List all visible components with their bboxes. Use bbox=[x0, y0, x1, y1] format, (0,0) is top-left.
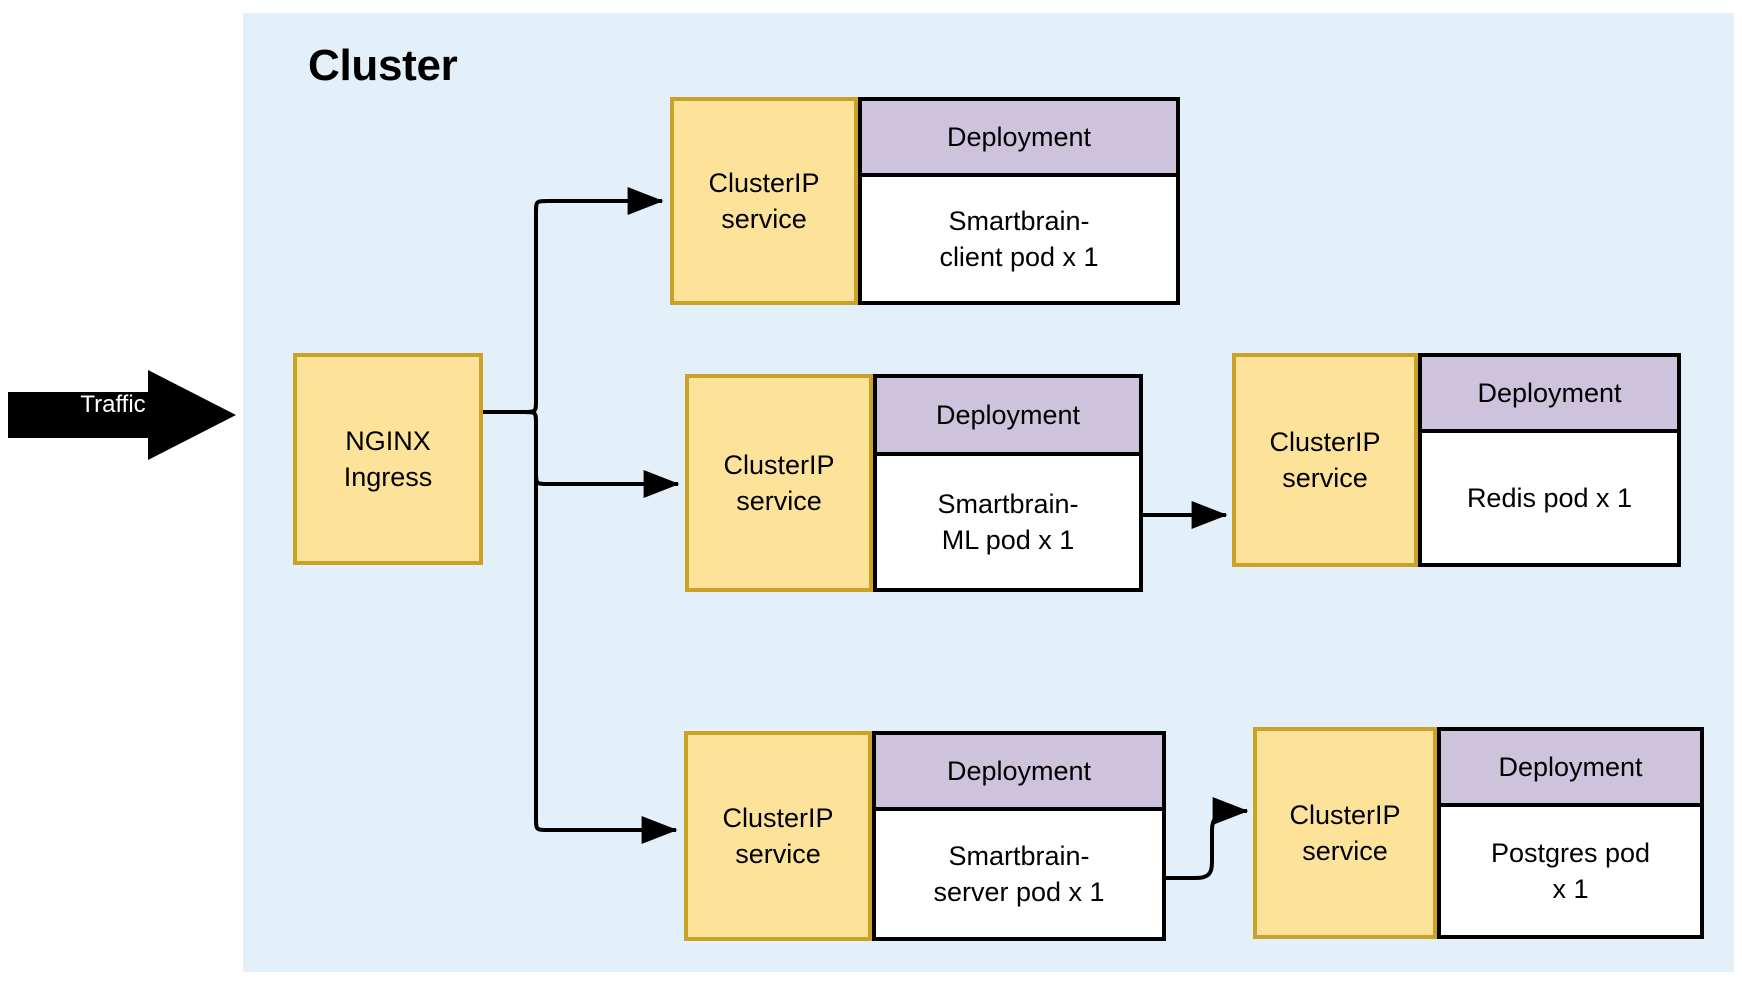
deployment-body-redis: Redis pod x 1 bbox=[1422, 433, 1677, 563]
clusterip-service-redis-label: ClusterIP service bbox=[1269, 424, 1380, 496]
nginx-ingress-node[interactable]: NGINX Ingress bbox=[293, 353, 483, 565]
deployment-body-postgres-line2: x 1 bbox=[1552, 874, 1589, 904]
deployment-body-client-line1: Smartbrain- bbox=[948, 206, 1090, 236]
clusterip-service-postgres-line2: service bbox=[1302, 836, 1388, 866]
nginx-ingress-label: NGINX Ingress bbox=[344, 423, 433, 495]
deployment-body-redis-line1: Redis pod x 1 bbox=[1466, 483, 1633, 513]
deployment-body-postgres-line1: Postgres pod bbox=[1490, 838, 1651, 868]
deployment-body-postgres: Postgres pod x 1 bbox=[1441, 807, 1700, 935]
deployment-body-ml: Smartbrain- ML pod x 1 bbox=[877, 456, 1139, 588]
deployment-body-server-line1: Smartbrain- bbox=[948, 841, 1090, 871]
clusterip-service-client-line1: ClusterIP bbox=[708, 168, 820, 198]
cluster-title: Cluster bbox=[308, 41, 458, 90]
deployment-smartbrain-client[interactable]: Deployment Smartbrain- client pod x 1 bbox=[858, 97, 1180, 305]
clusterip-service-ml-label: ClusterIP service bbox=[723, 447, 834, 519]
deployment-header-redis: Deployment bbox=[1422, 357, 1677, 433]
deployment-body-client: Smartbrain- client pod x 1 bbox=[862, 177, 1176, 301]
clusterip-service-client-line2: service bbox=[721, 204, 807, 234]
nginx-ingress-line1: NGINX bbox=[345, 426, 431, 456]
clusterip-service-postgres[interactable]: ClusterIP service bbox=[1253, 727, 1437, 939]
deployment-body-server: Smartbrain- server pod x 1 bbox=[876, 811, 1162, 937]
clusterip-service-redis-line1: ClusterIP bbox=[1269, 427, 1381, 457]
deployment-header-client: Deployment bbox=[862, 101, 1176, 177]
clusterip-service-ml-line2: service bbox=[736, 486, 822, 516]
clusterip-service-postgres-line1: ClusterIP bbox=[1289, 800, 1401, 830]
clusterip-service-ml-line1: ClusterIP bbox=[723, 450, 835, 480]
clusterip-service-client-label: ClusterIP service bbox=[708, 165, 819, 237]
deployment-body-server-line2: server pod x 1 bbox=[933, 877, 1105, 907]
deployment-redis[interactable]: Deployment Redis pod x 1 bbox=[1418, 353, 1681, 567]
clusterip-service-client[interactable]: ClusterIP service bbox=[670, 97, 858, 305]
clusterip-service-server-label: ClusterIP service bbox=[722, 800, 833, 872]
deployment-header-postgres: Deployment bbox=[1441, 731, 1700, 807]
deployment-smartbrain-server[interactable]: Deployment Smartbrain- server pod x 1 bbox=[872, 731, 1166, 941]
deployment-smartbrain-ml[interactable]: Deployment Smartbrain- ML pod x 1 bbox=[873, 374, 1143, 592]
clusterip-service-server-line1: ClusterIP bbox=[722, 803, 834, 833]
clusterip-service-redis-line2: service bbox=[1282, 463, 1368, 493]
deployment-header-ml: Deployment bbox=[877, 378, 1139, 456]
clusterip-service-server-line2: service bbox=[735, 839, 821, 869]
clusterip-service-redis[interactable]: ClusterIP service bbox=[1232, 353, 1418, 567]
clusterip-service-server[interactable]: ClusterIP service bbox=[684, 731, 872, 941]
deployment-body-ml-line2: ML pod x 1 bbox=[941, 525, 1075, 555]
deployment-body-client-line2: client pod x 1 bbox=[939, 242, 1099, 272]
nginx-ingress-line2: Ingress bbox=[343, 462, 433, 492]
clusterip-service-postgres-label: ClusterIP service bbox=[1289, 797, 1400, 869]
deployment-header-server: Deployment bbox=[876, 735, 1162, 811]
clusterip-service-ml[interactable]: ClusterIP service bbox=[685, 374, 873, 592]
deployment-body-ml-line1: Smartbrain- bbox=[937, 489, 1079, 519]
traffic-arrow-icon bbox=[8, 370, 236, 460]
deployment-postgres[interactable]: Deployment Postgres pod x 1 bbox=[1437, 727, 1704, 939]
